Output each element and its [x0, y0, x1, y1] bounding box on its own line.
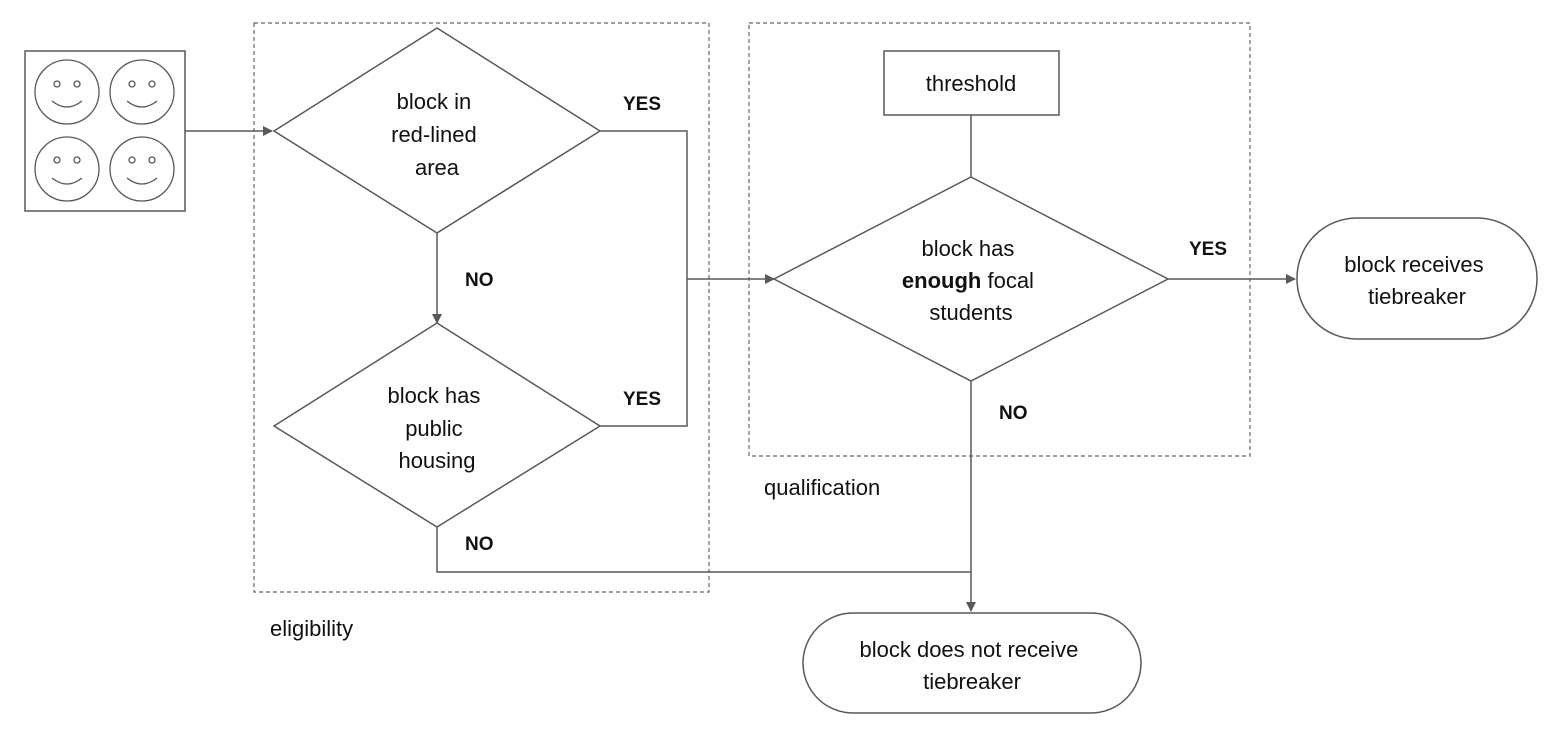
terminal-does-not-receive-label: block does not receive tiebreaker — [859, 637, 1084, 694]
label-housing-yes: YES — [623, 389, 661, 410]
label-redlined-no: NO — [465, 270, 494, 291]
connector-housing-no — [436, 527, 971, 573]
label-enough-yes: YES — [1189, 239, 1227, 260]
decision-enough-students-label: block has enough focal students — [902, 236, 1040, 325]
decision-redlined: block in red-lined area — [272, 27, 602, 234]
student-faces-icon — [24, 50, 186, 212]
decision-public-housing-label: block has public housing — [387, 383, 486, 473]
terminal-receives-tiebreaker: block receives tiebreaker — [1296, 217, 1538, 340]
face-icon — [109, 59, 175, 125]
face-icon — [109, 136, 175, 202]
eligibility-group-label: eligibility — [270, 616, 353, 641]
eligibility-group-box — [253, 22, 710, 593]
qualification-group-label: qualification — [764, 475, 880, 500]
label-housing-no: NO — [465, 534, 494, 555]
face-icon — [34, 136, 100, 202]
terminal-does-not-receive: block does not receive tiebreaker — [802, 612, 1142, 714]
label-enough-no: NO — [999, 403, 1028, 424]
connector-redlined-yes — [600, 130, 688, 427]
decision-public-housing: block has public housing — [272, 322, 602, 528]
label-redlined-yes: YES — [623, 94, 661, 115]
decision-enough-students: block has enough focal students — [772, 176, 1170, 382]
qualification-group-box — [748, 22, 1251, 457]
decision-redlined-label: block in red-lined area — [391, 89, 483, 180]
threshold-box: threshold — [883, 50, 1060, 116]
face-icon — [34, 59, 100, 125]
threshold-label: threshold — [926, 71, 1017, 96]
terminal-receives-label: block receives tiebreaker — [1344, 252, 1490, 309]
